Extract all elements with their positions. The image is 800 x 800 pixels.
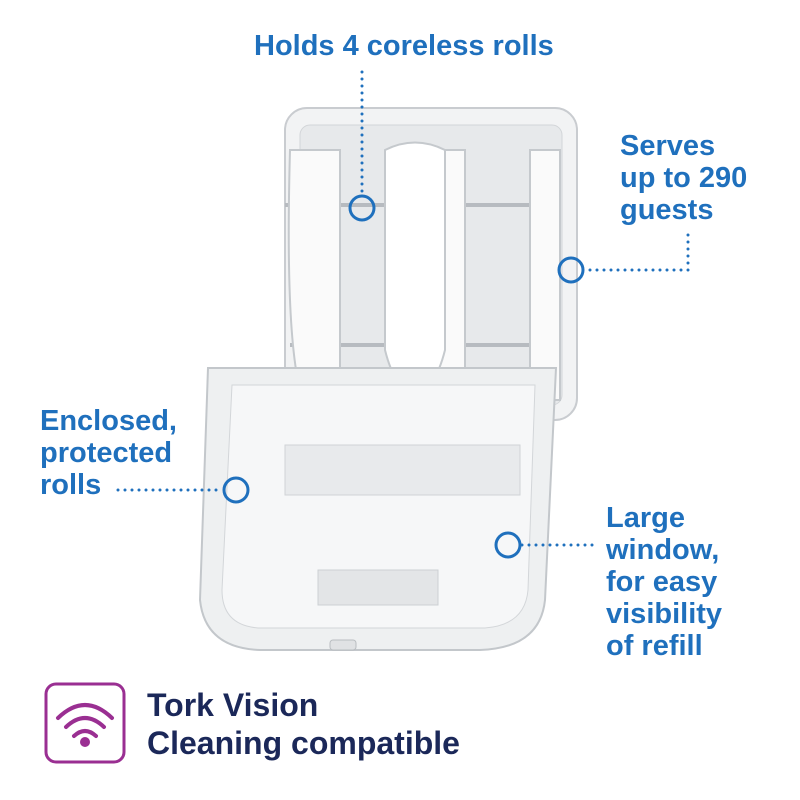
callout-text: Holds 4 coreless rolls (254, 30, 554, 62)
badge-subtitle: Cleaning compatible (147, 725, 460, 761)
callout-text: protected (40, 437, 173, 469)
badge-title: Tork Vision (147, 687, 319, 723)
callout-text: window, (606, 534, 720, 566)
callout-serves-guests: Serves up to 290 guests (620, 130, 747, 226)
callout-text: Serves (620, 130, 716, 162)
tork-vision-badge: Tork Vision Cleaning compatible (147, 686, 460, 762)
callout-enclosed-rolls: Enclosed, protected rolls (40, 405, 177, 501)
callout-large-window: Large window, for easy visibility of ref… (606, 502, 722, 662)
callout-text: for easy (606, 566, 718, 598)
callout-text: guests (620, 194, 714, 226)
callout-text: up to 290 (620, 162, 748, 194)
callout-text: of refill (606, 630, 703, 662)
callout-markers (222, 194, 585, 559)
callout-text: Large (606, 502, 685, 534)
callout-holds-rolls: Holds 4 coreless rolls (254, 30, 554, 62)
callout-text: visibility (606, 598, 723, 630)
callout-text: Enclosed, (40, 405, 177, 437)
wifi-signal-icon (44, 682, 126, 764)
callout-text: rolls (40, 469, 102, 501)
